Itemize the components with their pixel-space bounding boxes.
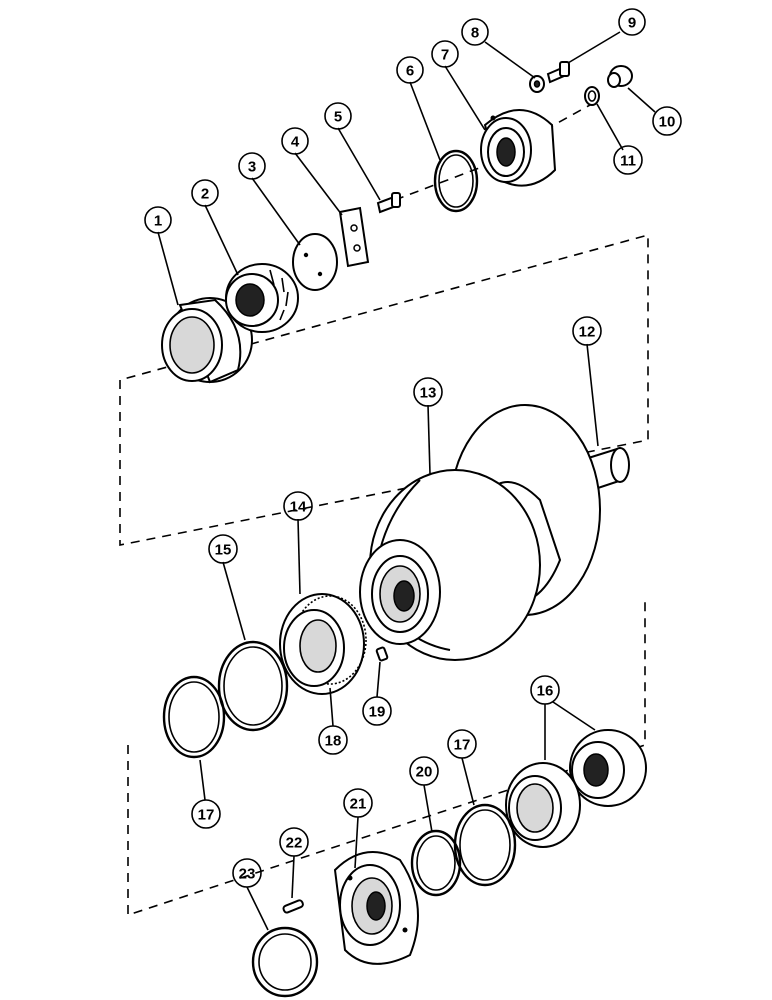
svg-text:14: 14 bbox=[290, 499, 307, 516]
callout-18: 18 bbox=[318, 725, 348, 755]
part-lock-plate bbox=[338, 206, 370, 268]
callouts: 1 2 3 4 5 6 7 8 9 10 11 12 13 14 15 16 1… bbox=[144, 8, 682, 888]
callout-15: 15 bbox=[208, 534, 238, 564]
part-shim-right bbox=[453, 803, 517, 887]
part-bearing-cup bbox=[161, 297, 253, 384]
callout-17-right: 17 bbox=[447, 729, 477, 759]
svg-text:1: 1 bbox=[154, 213, 162, 230]
callout-4: 4 bbox=[281, 127, 309, 155]
callout-9: 9 bbox=[618, 8, 646, 36]
callout-7: 7 bbox=[431, 40, 459, 68]
callout-13: 13 bbox=[413, 377, 443, 407]
svg-text:3: 3 bbox=[248, 159, 256, 176]
part-ring bbox=[251, 926, 319, 998]
part-plug bbox=[607, 65, 633, 88]
part-dowel-pin bbox=[282, 899, 304, 914]
leader-lines bbox=[157, 31, 656, 931]
svg-text:23: 23 bbox=[239, 866, 256, 883]
svg-text:7: 7 bbox=[441, 47, 449, 64]
callout-20: 20 bbox=[409, 756, 439, 786]
part-cap-screw bbox=[376, 192, 401, 214]
svg-text:9: 9 bbox=[628, 15, 636, 32]
svg-text:12: 12 bbox=[579, 324, 596, 341]
svg-text:17: 17 bbox=[198, 807, 215, 824]
svg-text:19: 19 bbox=[369, 704, 386, 721]
callout-16: 16 bbox=[530, 675, 560, 705]
svg-text:5: 5 bbox=[334, 109, 342, 126]
svg-text:18: 18 bbox=[325, 733, 342, 750]
svg-text:16: 16 bbox=[537, 683, 554, 700]
callout-22: 22 bbox=[279, 827, 309, 857]
svg-text:8: 8 bbox=[471, 25, 479, 42]
part-pin-small bbox=[375, 646, 389, 662]
part-bearing-cone bbox=[225, 263, 299, 333]
callout-19: 19 bbox=[362, 696, 392, 726]
callout-12: 12 bbox=[572, 316, 602, 346]
svg-text:22: 22 bbox=[286, 835, 303, 852]
part-roller-and-shaft bbox=[359, 404, 630, 661]
callout-14: 14 bbox=[283, 491, 313, 521]
part-shim-left bbox=[162, 675, 226, 759]
svg-text:4: 4 bbox=[291, 134, 300, 151]
part-seal-set bbox=[505, 729, 647, 848]
part-thrust-plate bbox=[292, 233, 338, 291]
callout-3: 3 bbox=[238, 152, 266, 180]
callout-10: 10 bbox=[652, 106, 682, 136]
callout-2: 2 bbox=[191, 179, 219, 207]
svg-text:2: 2 bbox=[201, 186, 209, 203]
callout-8: 8 bbox=[461, 18, 489, 46]
svg-text:13: 13 bbox=[420, 385, 437, 402]
svg-text:6: 6 bbox=[406, 63, 414, 80]
svg-text:17: 17 bbox=[454, 737, 471, 754]
part-seal-ring bbox=[584, 86, 600, 106]
svg-text:21: 21 bbox=[350, 796, 367, 813]
callout-6: 6 bbox=[396, 56, 424, 84]
svg-text:20: 20 bbox=[416, 764, 433, 781]
callout-5: 5 bbox=[324, 102, 352, 130]
part-o-ring-small bbox=[410, 829, 462, 897]
svg-text:10: 10 bbox=[659, 114, 676, 131]
callout-17-left: 17 bbox=[191, 799, 221, 829]
callout-21: 21 bbox=[343, 788, 373, 818]
part-washer bbox=[529, 75, 545, 93]
part-o-ring bbox=[433, 149, 479, 213]
part-bearing-cup-large bbox=[279, 593, 367, 695]
part-bolt bbox=[546, 61, 570, 84]
svg-text:15: 15 bbox=[215, 542, 232, 559]
part-bracket-housing bbox=[480, 109, 557, 187]
part-o-ring-large bbox=[217, 640, 289, 732]
callout-11: 11 bbox=[613, 145, 643, 175]
svg-text:11: 11 bbox=[620, 153, 636, 170]
part-end-cap bbox=[333, 851, 419, 965]
callout-23: 23 bbox=[232, 858, 262, 888]
callout-1: 1 bbox=[144, 206, 172, 234]
